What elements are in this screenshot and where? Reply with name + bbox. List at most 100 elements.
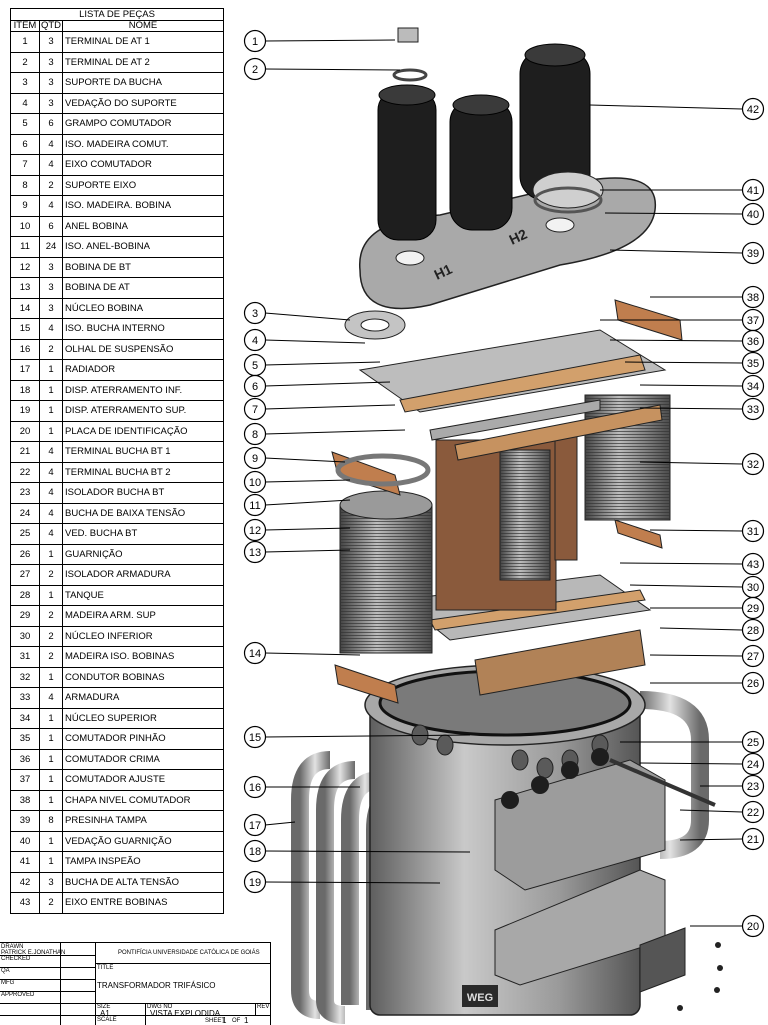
- balloon-23: 23: [700, 774, 765, 798]
- cell-qtd: 1: [39, 359, 63, 381]
- balloon-circle: [741, 914, 765, 938]
- leader-line: [679, 838, 743, 841]
- cell-qtd: 1: [39, 543, 63, 565]
- balloon-circle: [243, 470, 267, 494]
- leader-line: [264, 312, 351, 321]
- balloon-number: 29: [747, 603, 759, 615]
- leader-line: [609, 339, 743, 342]
- cell-nome: SUPORTE DA BUCHA: [62, 72, 224, 94]
- of-label: OF: [232, 1018, 241, 1024]
- leader-line: [589, 104, 743, 110]
- leader-line: [649, 529, 743, 532]
- balloon-number: 15: [249, 732, 261, 744]
- balloon-number: 16: [249, 782, 261, 794]
- balloon-number: 32: [747, 459, 759, 471]
- cell-qtd: 3: [39, 277, 63, 299]
- cell-qtd: 3: [39, 92, 63, 114]
- parts-list-title: LISTA DE PEÇAS: [10, 8, 224, 21]
- institution: PONTIFÍCIA UNIVERSIDADE CATÓLICA DE GOIÁ…: [118, 950, 260, 956]
- cell-item: 32: [10, 666, 40, 688]
- balloon-number: 23: [747, 781, 759, 793]
- cell-nome: TERMINAL BUCHA BT 1: [62, 441, 224, 463]
- balloon-circle: [243, 374, 267, 398]
- cell-qtd: 4: [39, 461, 63, 483]
- cell-item: 33: [10, 687, 40, 709]
- scale-label: SCALE: [97, 1017, 117, 1023]
- balloon-circle: [741, 618, 765, 642]
- mfg-label: MFG: [1, 980, 15, 986]
- balloon-circle: [243, 725, 267, 749]
- balloon-number: 36: [747, 336, 759, 348]
- balloon-29: 29: [650, 596, 765, 620]
- cell-qtd: 1: [39, 707, 63, 729]
- balloon-28: 28: [659, 618, 765, 642]
- balloon-circle: [243, 540, 267, 564]
- balloon-number: 13: [249, 547, 261, 559]
- title-block: DRAWN PATRICK E.JONATHAN CHECKED QA MFG …: [0, 942, 271, 1025]
- balloon-number: 35: [747, 358, 759, 370]
- cell-qtd: 1: [39, 851, 63, 873]
- balloon-circle: [741, 97, 765, 121]
- leader-line: [264, 652, 361, 656]
- cell-item: 42: [10, 871, 40, 893]
- cell-nome: CHAPA NIVEL COMUTADOR: [62, 789, 224, 811]
- cell-qtd: 2: [39, 605, 63, 627]
- cell-item: 34: [10, 707, 40, 729]
- title-label: TITLE: [97, 965, 114, 971]
- cell-item: 25: [10, 523, 40, 545]
- cell-qtd: 1: [39, 789, 63, 811]
- cell-item: 14: [10, 297, 40, 319]
- qa-label: QA: [1, 968, 10, 974]
- cell-item: 35: [10, 728, 40, 750]
- cell-item: 39: [10, 810, 40, 832]
- cell-qtd: 1: [39, 420, 63, 442]
- balloon-41: 41: [600, 178, 765, 202]
- balloon-circle: [741, 752, 765, 776]
- balloon-circle: [741, 519, 765, 543]
- balloon-36: 36: [609, 329, 765, 353]
- core-and-coils: [339, 394, 671, 654]
- balloon-number: 18: [249, 846, 261, 858]
- balloon-32: 32: [639, 452, 765, 476]
- hv-terminals: [392, 27, 428, 82]
- cell-item: 38: [10, 789, 40, 811]
- balloon-number: 8: [252, 429, 258, 441]
- balloon-number: 42: [747, 104, 759, 116]
- cell-item: 43: [10, 892, 40, 914]
- cell-qtd: 2: [39, 338, 63, 360]
- leader-line: [264, 457, 346, 463]
- column-header-qtd: QTD: [39, 20, 63, 32]
- balloon-circle: [243, 397, 267, 421]
- balloon-31: 31: [649, 519, 765, 543]
- cell-item: 13: [10, 277, 40, 299]
- balloon-8: 8: [243, 422, 406, 446]
- cell-item: 9: [10, 195, 40, 217]
- cell-item: 21: [10, 441, 40, 463]
- cell-qtd: 3: [39, 72, 63, 94]
- cell-nome: DISP. ATERRAMENTO INF.: [62, 379, 224, 401]
- balloon-circle: [243, 518, 267, 542]
- balloon-number: 25: [747, 737, 759, 749]
- leader-line: [264, 429, 406, 435]
- balloon-number: 1: [252, 36, 258, 48]
- balloon-number: 14: [249, 648, 261, 660]
- balloon-circle: [741, 397, 765, 421]
- drawn-by: PATRICK E.JONATHAN: [1, 950, 66, 956]
- bushing-support: [344, 310, 406, 340]
- leader-line: [639, 384, 743, 387]
- balloon-number: 43: [747, 559, 759, 571]
- leader-line: [264, 821, 296, 826]
- balloon-number: 38: [747, 292, 759, 304]
